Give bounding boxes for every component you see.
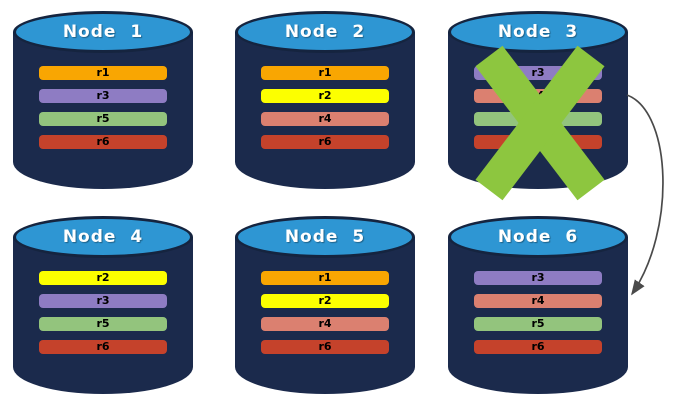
record-label: r6 [531,340,545,353]
node-3-record-r3: r3 [474,66,602,80]
record-label: r2 [96,271,110,284]
node-1-title: Node 1 [62,22,144,42]
record-label: r6 [318,340,332,353]
node-4-record-r5: r5 [39,317,167,331]
node-5-record-r2: r2 [261,294,389,308]
node-4: Node 4 r2 r3 r5 r6 [13,216,193,394]
record-label: r3 [96,89,110,102]
node-4-cylinder-body [13,237,193,394]
node-2: Node 2 r1 r2 r4 r6 [235,11,415,189]
node-1-record-r1: r1 [39,66,167,80]
record-label: r4 [531,294,545,307]
node-4-cylinder-top: Node 4 [13,216,193,258]
node-1-record-r3: r3 [39,89,167,103]
node-6: Node 6 r3 r4 r5 r6 [448,216,628,394]
record-label: r6 [318,135,332,148]
record-label: r5 [531,317,545,330]
node-2-cylinder-body [235,32,415,189]
node-5-record-r1: r1 [261,271,389,285]
node-6-record-r3: r3 [474,271,602,285]
node-5: Node 5 r1 r2 r4 r6 [235,216,415,394]
node-3-record-r4: r4 [474,89,602,103]
node-1-cylinder-top: Node 1 [13,11,193,53]
node-4-record-r3: r3 [39,294,167,308]
record-label: r6 [96,135,110,148]
node-3-cylinder-top: Node 3 [448,11,628,53]
record-label: r6 [96,340,110,353]
node-5-record-r4: r4 [261,317,389,331]
node-4-title: Node 4 [62,227,144,247]
node-6-record-r4: r4 [474,294,602,308]
record-label: r3 [531,66,545,79]
node-5-title: Node 5 [284,227,366,247]
node-2-record-r2: r2 [261,89,389,103]
record-label: r5 [96,317,110,330]
record-label: r5 [96,112,110,125]
node-6-cylinder-top: Node 6 [448,216,628,258]
record-label: r4 [531,89,545,102]
node-6-cylinder-body [448,237,628,394]
record-label: r5 [531,112,545,125]
record-label: r1 [318,66,332,79]
record-label: r3 [96,294,110,307]
node-1-record-r5: r5 [39,112,167,126]
record-label: r2 [318,294,332,307]
record-label: r1 [318,271,332,284]
node-4-record-r6: r6 [39,340,167,354]
node-3: Node 3 r3 r4 r5 r6 [448,11,628,189]
record-label: r4 [318,317,332,330]
record-label: r4 [318,112,332,125]
node-3-cylinder-body [448,32,628,189]
node-2-record-r1: r1 [261,66,389,80]
node-5-cylinder-body [235,237,415,394]
node-4-record-r2: r2 [39,271,167,285]
node-6-record-r6: r6 [474,340,602,354]
node-5-record-r6: r6 [261,340,389,354]
node-2-record-r6: r6 [261,135,389,149]
record-label: r3 [531,271,545,284]
record-label: r6 [531,135,545,148]
record-label: r2 [318,89,332,102]
replication-arrow [626,94,664,296]
node-2-record-r4: r4 [261,112,389,126]
node-3-record-r6: r6 [474,135,602,149]
node-2-title: Node 2 [284,22,366,42]
record-label: r1 [96,66,110,79]
node-1: Node 1 r1 r3 r5 r6 [13,11,193,189]
node-1-record-r6: r6 [39,135,167,149]
node-3-title: Node 3 [497,22,579,42]
node-6-record-r5: r5 [474,317,602,331]
node-6-title: Node 6 [497,227,579,247]
node-5-cylinder-top: Node 5 [235,216,415,258]
node-2-cylinder-top: Node 2 [235,11,415,53]
node-3-record-r5: r5 [474,112,602,126]
node-1-cylinder-body [13,32,193,189]
